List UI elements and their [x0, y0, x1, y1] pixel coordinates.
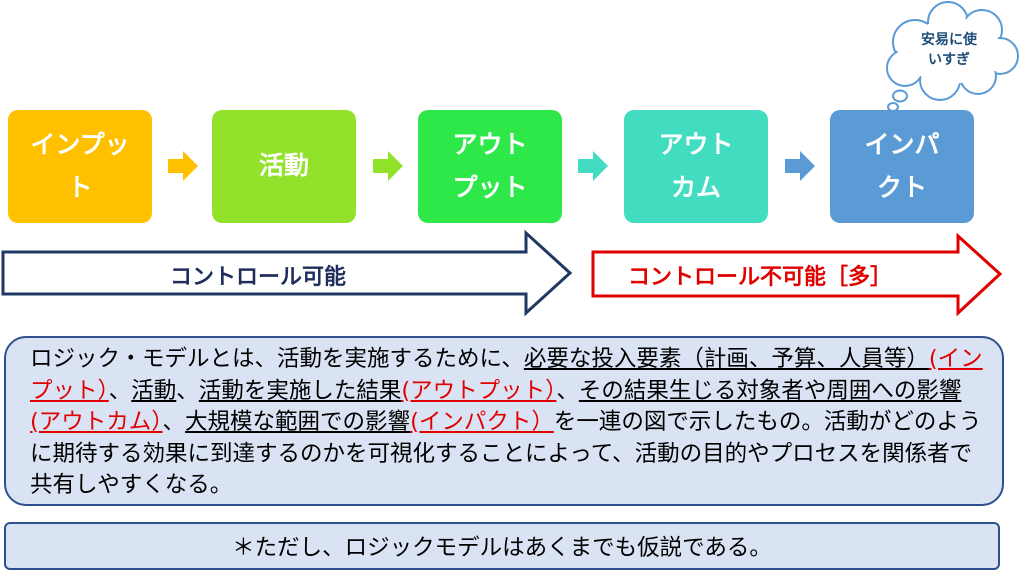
- desc-output-definition: 活動を実施した結果: [198, 377, 402, 404]
- controllable-label: コントロール可能: [170, 265, 347, 290]
- connector-arrow-1: [168, 151, 198, 181]
- hypothesis-note: ＊ただし、ロジックモデルはあくまでも仮説である。: [4, 522, 1000, 570]
- desc-text: 、: [162, 409, 186, 435]
- stage-activity: 活動: [212, 110, 356, 223]
- connector-arrow-2: [373, 151, 403, 181]
- desc-activity-definition: 活動: [131, 377, 177, 404]
- stage-outcome: アウト カム: [624, 110, 768, 223]
- uncontrollable-band-arrow: [591, 232, 1003, 317]
- connector-arrow-3: [578, 151, 608, 181]
- desc-text: ロジック・モデルとは、活動を実施するために、: [30, 346, 524, 372]
- uncontrollable-label: コントロール不可能［多］: [628, 265, 893, 290]
- connector-arrow-4: [785, 151, 815, 181]
- stage-input: インプッ ト: [8, 110, 152, 223]
- cloud-callout-text: 安易に使 いすぎ: [921, 32, 977, 69]
- desc-text: を一連の図で示したもの。活動がどのように期待する効果に到達するのかを可視化するこ…: [30, 409, 982, 498]
- stage-output: アウト プット: [418, 110, 562, 223]
- desc-outcome-definition: その結果生じる対象者や周囲への影響: [578, 377, 962, 404]
- logic-model-description: ロジック・モデルとは、活動を実施するために、必要な投入要素（計画、予算、人員等）…: [4, 336, 1004, 506]
- desc-text: 、: [176, 377, 199, 404]
- cloud-tail-bubble-medium: [892, 89, 908, 103]
- desc-input-definition: 必要な投入要素（計画、予算、人員等）: [523, 346, 929, 372]
- desc-impact-definition: 大規模な範囲での影響: [185, 409, 411, 435]
- desc-input-term: (インプット）: [30, 346, 983, 404]
- stage-impact: インパ クト: [830, 110, 974, 223]
- controllable-band-arrow: [1, 229, 573, 317]
- desc-text: 、: [108, 377, 132, 404]
- desc-text: 、: [556, 377, 579, 404]
- desc-impact-term: (インパクト）: [410, 409, 554, 435]
- desc-output-term: (アウトプット）: [401, 377, 557, 404]
- desc-outcome-term: (アウトカム）: [30, 409, 163, 435]
